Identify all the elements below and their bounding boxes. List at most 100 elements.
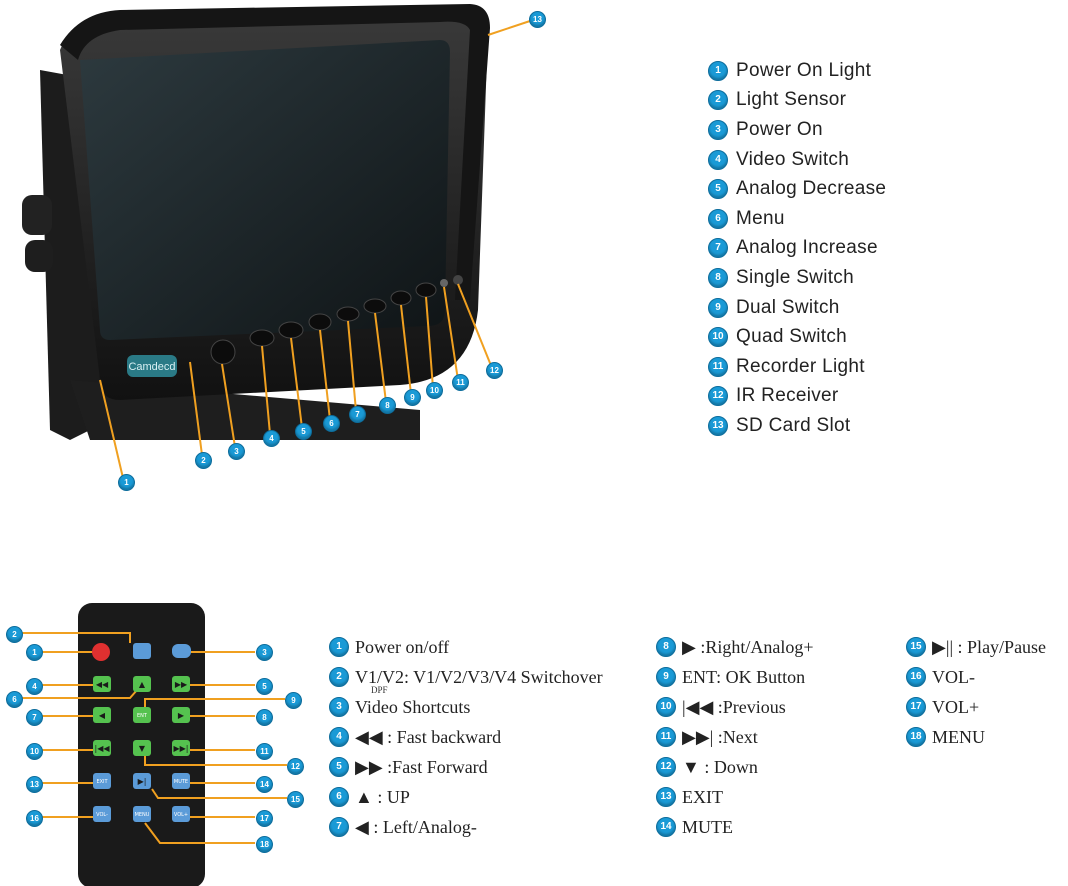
brand-label: Camdecd [128,361,175,373]
monitor-legend-label: Single Switch [736,266,854,288]
ir-receiver [453,275,463,285]
remote-vol-plus-button [172,806,190,822]
number-badge: 15 [906,637,926,657]
bracket-knob-top [22,195,52,235]
remote-ent-button [133,707,151,723]
number-badge: 10 [656,697,676,717]
number-badge: 5 [708,179,728,200]
remote-legend-label: ▲ : UP [355,786,410,807]
remote-callout-18: 18 [256,836,273,853]
left-icon: ◀ [99,711,106,720]
number-badge: 2 [329,667,349,687]
number-badge: 7 [708,238,728,259]
monitor-callout-4: 4 [263,430,280,447]
remote-mute-label: MUTE [174,779,188,785]
monitor-button-9 [390,290,412,306]
remote-legend-label: EXIT [682,786,723,807]
monitor-button-4 [249,329,275,347]
number-badge: 1 [329,637,349,657]
remote-legend-item: 10|◀◀ :Previous [656,692,814,722]
monitor-callout-6: 6 [323,415,340,432]
remote-mute-button [172,773,190,789]
number-badge: 8 [708,267,728,288]
remote-vol-minus-label: VOL- [96,812,108,818]
monitor-legend-label: SD Card Slot [736,414,851,436]
remote-illustration: ◀◀ ▲ ▶▶ ◀ ▶ |◀◀ ▼ ▶▶| ▶| ENT EXIT MUTE V… [20,603,287,886]
monitor-screen [80,40,450,340]
monitor-legend-label: Video Switch [736,148,850,170]
monitor-callout-10: 10 [426,382,443,399]
play-pause-icon: ▶| [138,777,147,786]
remote-legend-item: 5▶▶ :Fast Forward [329,752,603,782]
remote-v1v2-button [133,643,151,659]
remote-legend-label: ENT: OK Button [682,666,806,687]
monitor-callout-7: 7 [349,406,366,423]
remote-legend-label: VOL- [932,666,975,687]
remote-legend-label: V1/V2: V1/V2/V3/V4 Switchover [355,666,603,687]
number-badge: 8 [656,637,676,657]
recorder-light [440,279,448,287]
remote-callout-15: 15 [287,791,304,808]
previous-icon: |◀◀ [95,744,111,753]
remote-legend-label: ▶ :Right/Analog+ [682,636,814,657]
remote-legend-label: Power on/off [355,636,450,657]
monitor-legend-label: IR Receiver [736,385,839,407]
remote-fast-forward-button [172,676,190,692]
remote-fast-backward-button [93,676,111,692]
number-badge: 1 [708,60,728,81]
remote-legend-label: ▶▶| :Next [682,726,758,747]
number-badge: 6 [329,787,349,807]
remote-ent-label: ENT [137,713,148,719]
remote-down-button [133,740,151,756]
monitor-legend-label: Power On Light [736,59,872,81]
remote-legend-item: 12▼ : Down [656,752,814,782]
monitor-legend-item: 8 Single Switch [708,263,886,293]
number-badge: 10 [708,327,728,348]
remote-legend-item: 8 ▶ :Right/Analog+ [656,632,814,662]
bracket-knob-bottom [25,240,53,272]
fast-backward-icon: ◀◀ [96,680,109,689]
remote-callout-12: 12 [287,758,304,775]
remote-legend-col1: 1 Power on/off 2 V1/V2: V1/V2/V3/V4 Switcho… [329,632,603,842]
remote-callout-3: 3 [256,644,273,661]
up-icon: ▲ [139,680,146,689]
remote-play-pause-button [133,773,151,789]
number-badge: 4 [329,727,349,747]
remote-callout-7: 7 [26,709,43,726]
monitor-callout-1: 1 [118,474,135,491]
remote-menu-label: MENU [135,812,150,818]
monitor-legend-item: 4 Video Switch [708,145,886,175]
monitor-legend-label: Recorder Light [736,355,865,377]
monitor-callout-12: 12 [486,362,503,379]
remote-legend-label: ▶▶ :Fast Forward [355,756,488,777]
brand-label-bg [127,355,177,377]
remote-callout-11: 11 [256,743,273,760]
number-badge: 18 [906,727,926,747]
remote-legend-item: 15▶|| : Play/Pause [906,632,1046,662]
sun-visor [60,4,490,300]
remote-callout-17: 17 [256,810,273,827]
remote-callout-9: 9 [285,692,302,709]
number-badge: 4 [708,149,728,170]
number-badge: 11 [656,727,676,747]
right-icon: ▶ [178,711,185,720]
remote-legend-label: ◀ : Left/Analog- [355,816,477,837]
remote-legend-item: 6 ▲ : UP [329,782,603,812]
monitor-legend-item: 1 Power On Light [708,56,886,86]
fast-forward-icon: ▶▶ [175,680,188,689]
monitor-callout-9: 9 [404,389,421,406]
remote-callout-5: 5 [256,678,273,695]
